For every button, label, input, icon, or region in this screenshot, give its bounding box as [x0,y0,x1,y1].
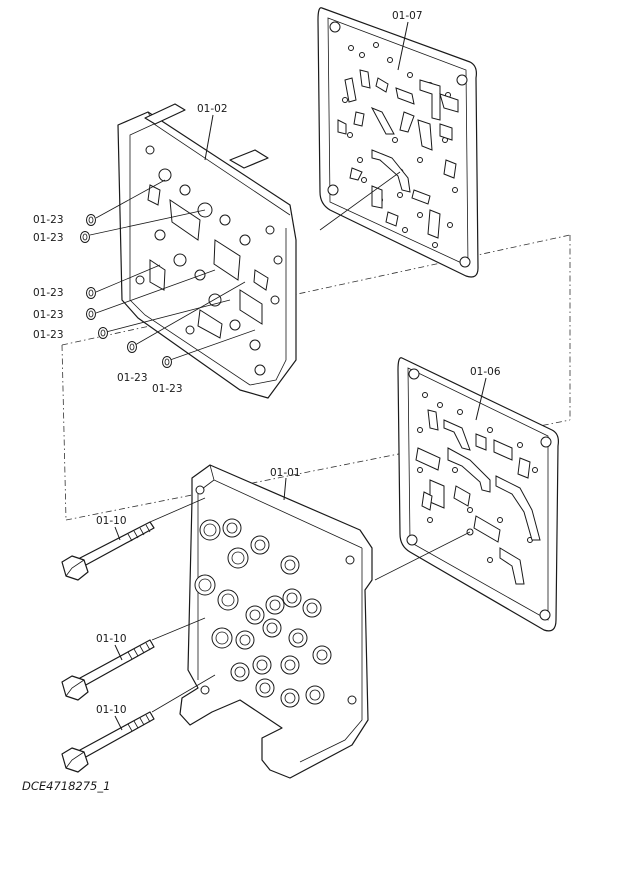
bolt-middle [61,617,206,701]
plug-leaders [89,171,401,361]
body-01-01-ports [194,485,357,708]
bolt-bottom [61,674,216,773]
plate-01-07-channels [337,69,459,239]
label-plug-d: 01-23 [33,309,64,321]
label-bolt-c: 01-10 [96,704,127,716]
label-01-02: 01-02 [197,103,228,115]
label-plug-g: 01-23 [152,383,183,395]
separator-plate-01-07 [317,7,479,278]
bolts-01-10 [61,497,216,773]
plate-01-06-leader [374,531,471,581]
separator-plate-01-06 [397,357,559,632]
drawing-code: DCE4718275_1 [22,779,110,793]
part-labels: 01-07 01-02 01-06 01-01 01-23 01-23 01-2… [22,10,501,793]
label-01-06: 01-06 [470,366,501,378]
label-bolt-a: 01-10 [96,515,127,527]
label-plug-a: 01-23 [33,214,64,226]
label-leaders [114,21,487,731]
valve-body-01-01 [179,464,373,779]
bolt-top [61,497,206,581]
body-01-02-channels [147,184,269,339]
label-plug-e: 01-23 [33,329,64,341]
label-01-01: 01-01 [270,467,301,479]
label-plug-b: 01-23 [33,232,64,244]
label-plug-c: 01-23 [33,287,64,299]
plugs-01-23 [80,214,172,368]
body-01-02-ports [135,145,283,376]
plate-01-06-channels [415,409,541,585]
valve-body-01-02 [117,103,297,399]
label-bolt-b: 01-10 [96,633,127,645]
label-plug-f: 01-23 [117,372,148,384]
label-01-07: 01-07 [392,10,423,22]
